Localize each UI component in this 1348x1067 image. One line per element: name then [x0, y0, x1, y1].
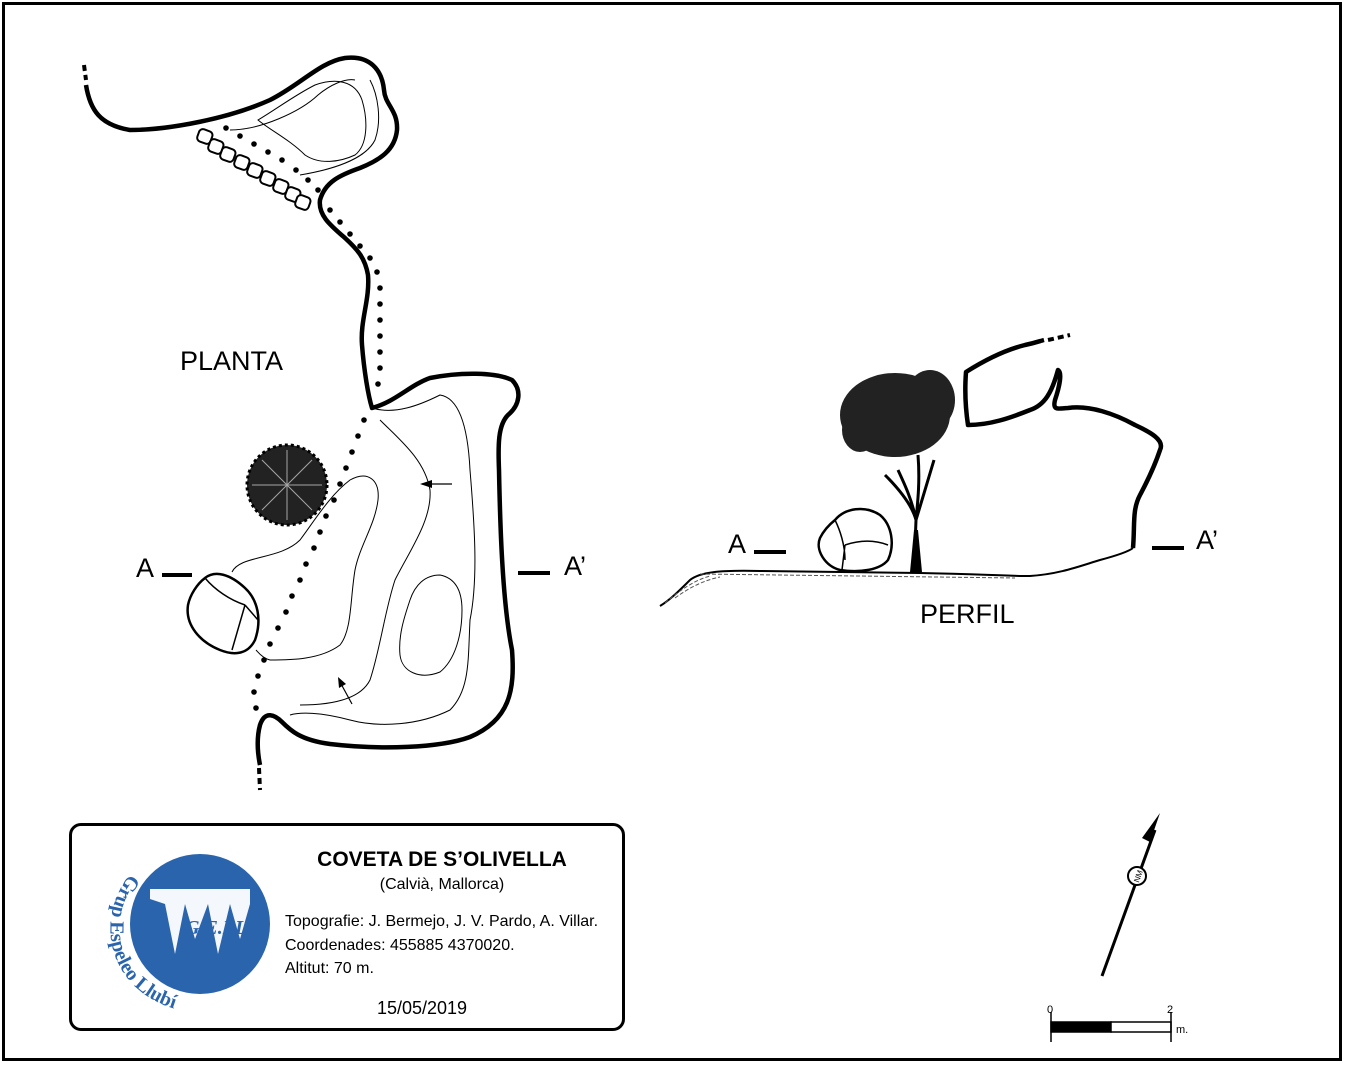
profile-ground-line	[659, 547, 1134, 607]
profile-boulder	[817, 507, 893, 573]
plan-floor-depression	[399, 574, 463, 676]
survey-date: 15/05/2019	[376, 998, 468, 1018]
plan-tree-icon	[245, 443, 329, 527]
topography-credit: Topografie: J. Bermejo, J. V. Pardo, A. …	[285, 913, 599, 930]
altitude: Altitut: 70 m.	[285, 960, 374, 977]
profile-cave-wall	[963, 337, 1164, 549]
profile-section-label-left: A	[728, 529, 746, 559]
profile-dashed-continuation	[1047, 333, 1071, 342]
logo-text: G.E.LL.	[185, 917, 252, 939]
plan-title: PLANTA	[180, 346, 283, 376]
plan-cave-wall	[83, 55, 521, 766]
profile-tree-icon	[840, 370, 955, 573]
north-arrow-label: NM	[1132, 869, 1145, 884]
profile-view: A A’ PERFIL	[659, 333, 1218, 629]
cave-location: (Calvià, Mallorca)	[379, 876, 505, 893]
plan-floor-contour-1	[289, 394, 476, 725]
profile-section-label-right: A’	[1196, 525, 1218, 555]
scale-end-label: 2	[1167, 1004, 1173, 1016]
plan-section-label-left: A	[136, 553, 154, 583]
gell-logo: G.E.LL. Grup Espeleo Llubí	[105, 854, 270, 1014]
profile-title: PERFIL	[920, 599, 1015, 629]
plan-dashed-continuation-top	[82, 64, 88, 81]
plan-rubble-blocks	[196, 128, 312, 211]
plan-dripline	[223, 125, 383, 711]
coordinates: Coordenades: 455885 4370020.	[285, 937, 515, 954]
plan-floor-contour-2	[231, 475, 379, 661]
title-block: G.E.LL. Grup Espeleo Llubí COVETA DE S’O…	[69, 823, 625, 1031]
scale-start-label: 0	[1047, 1004, 1053, 1016]
plan-section-label-right: A’	[564, 551, 586, 581]
plan-boulder	[186, 572, 260, 655]
plan-dashed-continuation-bottom	[257, 767, 262, 791]
scale-bar: 0 2 m.	[1047, 1004, 1188, 1042]
plan-view: PLANTA A A’	[82, 55, 586, 791]
north-arrow: NM	[1100, 813, 1160, 977]
plan-upper-floor-contour	[257, 80, 367, 162]
scale-unit-label: m.	[1176, 1024, 1188, 1036]
cave-name: COVETA DE S’OLIVELLA	[317, 848, 567, 871]
